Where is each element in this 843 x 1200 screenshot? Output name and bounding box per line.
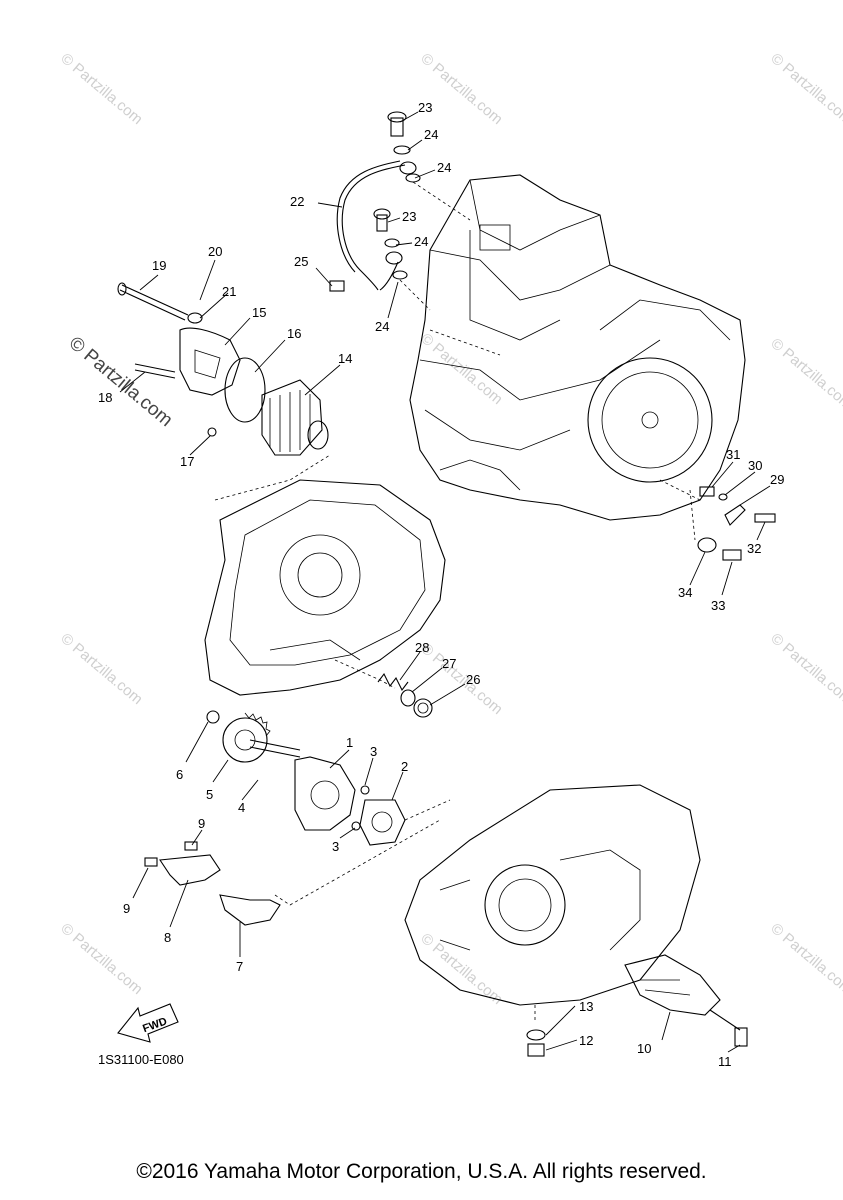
callout-5: 5 xyxy=(206,787,213,802)
watermark-dark: © Partzilla.com xyxy=(65,333,177,431)
callout-24: 24 xyxy=(437,160,451,175)
crankcase-cover xyxy=(204,479,446,696)
callout-22: 22 xyxy=(290,194,304,209)
lower-crankcase xyxy=(404,784,701,1020)
oil-fittings xyxy=(689,486,776,561)
callout-6: 6 xyxy=(176,767,183,782)
leader-lines xyxy=(119,111,771,1053)
watermark: © Partzilla.com xyxy=(767,630,843,708)
callout-20: 20 xyxy=(208,244,222,259)
callout-33: 33 xyxy=(711,598,725,613)
fwd-label: FWD xyxy=(141,1015,169,1035)
callout-31: 31 xyxy=(726,447,740,462)
callout-28: 28 xyxy=(415,640,429,655)
callout-23: 23 xyxy=(402,209,416,224)
relief-valve-parts xyxy=(377,672,433,718)
engine-assembly xyxy=(409,174,746,521)
callout-7: 7 xyxy=(236,959,243,974)
callout-17: 17 xyxy=(180,454,194,469)
callout-9: 9 xyxy=(198,816,205,831)
strainer-brackets xyxy=(144,819,441,926)
callout-13: 13 xyxy=(579,999,593,1014)
oil-filter-group xyxy=(117,282,331,501)
callout-25: 25 xyxy=(294,254,308,269)
callout-3: 3 xyxy=(370,744,377,759)
callout-2: 2 xyxy=(401,759,408,774)
callout-10: 10 xyxy=(637,1041,651,1056)
callout-11: 11 xyxy=(718,1054,732,1069)
callout-4: 4 xyxy=(238,800,245,815)
callout-24: 24 xyxy=(375,319,389,334)
callout-1: 1 xyxy=(346,735,353,750)
oil-delivery-pipe xyxy=(329,111,471,311)
fwd-arrow-icon: FWD xyxy=(117,1003,179,1043)
callout-21: 21 xyxy=(222,284,236,299)
oil-pump-group xyxy=(206,710,451,846)
callout-29: 29 xyxy=(770,472,784,487)
callout-24: 24 xyxy=(414,234,428,249)
callout-9: 9 xyxy=(123,901,130,916)
watermark: © Partzilla.com xyxy=(417,330,505,408)
callout-19: 19 xyxy=(152,258,166,273)
callout-34: 34 xyxy=(678,585,692,600)
watermark: © Partzilla.com xyxy=(57,920,145,998)
watermark: © Partzilla.com xyxy=(417,930,505,1008)
callout-8: 8 xyxy=(164,930,171,945)
callout-12: 12 xyxy=(579,1033,593,1048)
watermark: © Partzilla.com xyxy=(767,920,843,998)
callout-24: 24 xyxy=(424,127,438,142)
callout-30: 30 xyxy=(748,458,762,473)
drain-and-strainer xyxy=(526,954,748,1057)
callout-3: 3 xyxy=(332,839,339,854)
watermark: © Partzilla.com xyxy=(417,50,505,128)
watermark: © Partzilla.com xyxy=(767,50,843,128)
watermark: © Partzilla.com xyxy=(417,640,505,718)
watermarks: © Partzilla.com © Partzilla.com © Partzi… xyxy=(57,50,843,1008)
callout-16: 16 xyxy=(287,326,301,341)
callout-labels: 23 24 24 22 23 24 25 24 19 20 21 15 16 1… xyxy=(98,100,784,1069)
callout-27: 27 xyxy=(442,656,456,671)
drawing-code: 1S31100-E080 xyxy=(98,1052,184,1067)
callout-14: 14 xyxy=(338,351,352,366)
callout-23: 23 xyxy=(418,100,432,115)
copyright-footer: ©2016 Yamaha Motor Corporation, U.S.A. A… xyxy=(136,1160,707,1183)
callout-15: 15 xyxy=(252,305,266,320)
watermark: © Partzilla.com xyxy=(767,335,843,413)
watermark: © Partzilla.com xyxy=(57,50,145,128)
watermark: © Partzilla.com xyxy=(57,630,145,708)
callout-32: 32 xyxy=(747,541,761,556)
callout-26: 26 xyxy=(466,672,480,687)
callout-18: 18 xyxy=(98,390,112,405)
